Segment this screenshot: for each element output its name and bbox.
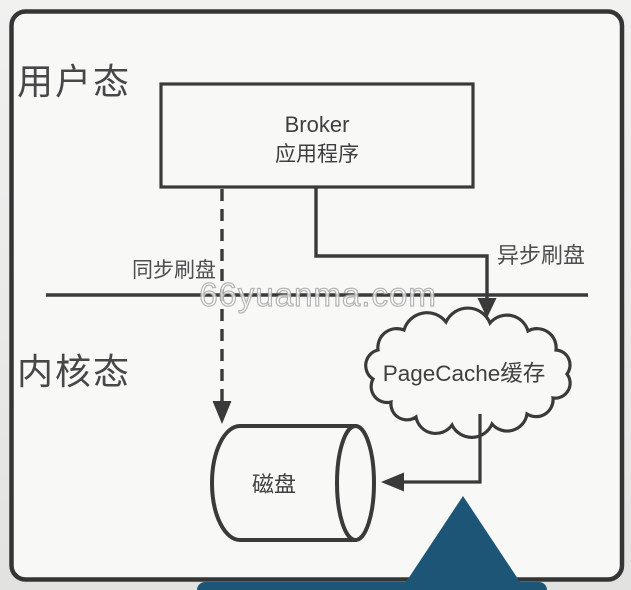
disk-label: 磁盘 <box>252 472 296 497</box>
callout-bar <box>197 582 547 590</box>
pagecache-label: PageCache缓存 <box>383 361 546 386</box>
watermark: 66yuanma.com <box>199 276 437 313</box>
async-flush-line <box>314 188 489 301</box>
broker-box-subtitle: 应用程序 <box>275 143 359 166</box>
pagecache-cloud <box>364 306 572 439</box>
broker-box <box>159 82 475 189</box>
async-flush-label: 异步刷盘 <box>497 243 585 268</box>
sync-flush-label: 同步刷盘 <box>132 259 216 282</box>
pagecache-to-disk-line <box>400 414 482 484</box>
user-mode-label: 用户态 <box>17 61 131 102</box>
callout-pointer-triangle <box>402 496 524 588</box>
async-flush-arrowhead-icon <box>477 298 497 318</box>
disk-cylinder-body <box>210 424 357 542</box>
disk-cylinder-endcap <box>335 424 376 542</box>
sync-flush-arrowhead-icon <box>212 401 232 424</box>
broker-box-title: Broker <box>285 112 350 137</box>
kernel-mode-label: 内核态 <box>17 351 131 392</box>
pagecache-to-disk-arrowhead-icon <box>381 472 404 492</box>
